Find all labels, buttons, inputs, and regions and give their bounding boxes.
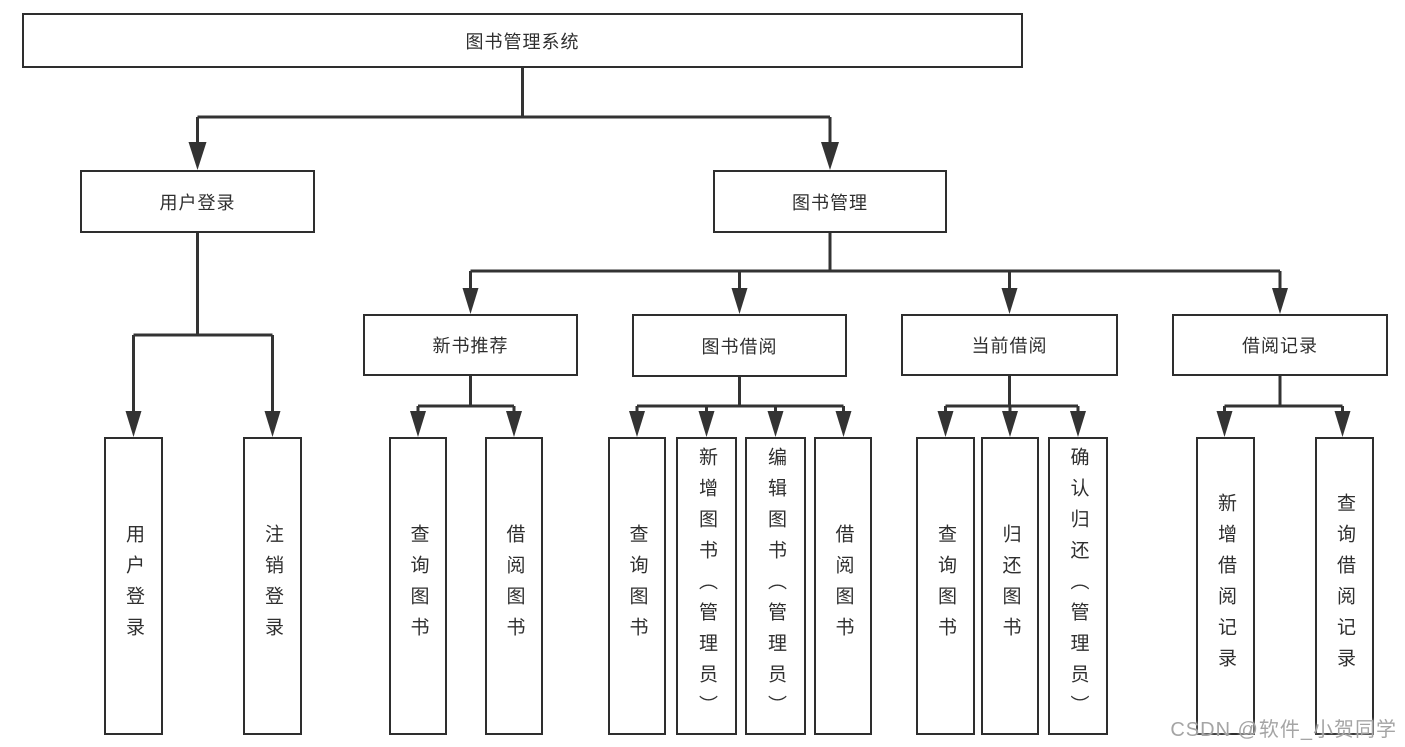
leaf-add-borrow-record: 新增借阅记录	[1196, 437, 1255, 735]
leaf-add-books-admin: 新增图书（管理员）	[676, 437, 737, 735]
leaf-borrow-books: 借阅图书	[814, 437, 872, 735]
arrowheads	[125, 142, 1351, 437]
node-borrowing-records: 借阅记录	[1172, 314, 1388, 376]
connector-root-to-level2	[196, 68, 832, 152]
leaf-return-books: 归还图书	[981, 437, 1039, 735]
leaf-borrow-books-recommend: 借阅图书	[485, 437, 543, 735]
connector-login-to-leaves	[132, 233, 274, 419]
connector-management-to-level3	[469, 233, 1282, 296]
csdn-watermark: CSDN @软件_小贺同学	[1170, 719, 1397, 741]
connector-newbook-to-leaves	[416, 376, 516, 419]
connector-borrow-to-leaves	[635, 377, 845, 419]
leaf-user-login: 用户登录	[104, 437, 163, 735]
leaf-confirm-return-admin: 确认归还（管理员）	[1048, 437, 1108, 735]
node-user-login-group: 用户登录	[80, 170, 315, 233]
leaf-query-books-recommend: 查询图书	[389, 437, 447, 735]
node-current-borrowing: 当前借阅	[901, 314, 1118, 376]
leaf-query-books-borrowing: 查询图书	[608, 437, 666, 735]
leaf-query-books-current: 查询图书	[916, 437, 975, 735]
node-library-management-system: 图书管理系统	[22, 13, 1023, 68]
leaf-logout: 注销登录	[243, 437, 302, 735]
leaf-edit-books-admin: 编辑图书（管理员）	[745, 437, 806, 735]
leaf-query-borrow-record: 查询借阅记录	[1315, 437, 1374, 735]
node-book-borrowing: 图书借阅	[632, 314, 847, 377]
connector-records-to-leaves	[1223, 376, 1344, 419]
node-new-book-recommendation: 新书推荐	[363, 314, 578, 376]
node-book-management: 图书管理	[713, 170, 947, 233]
